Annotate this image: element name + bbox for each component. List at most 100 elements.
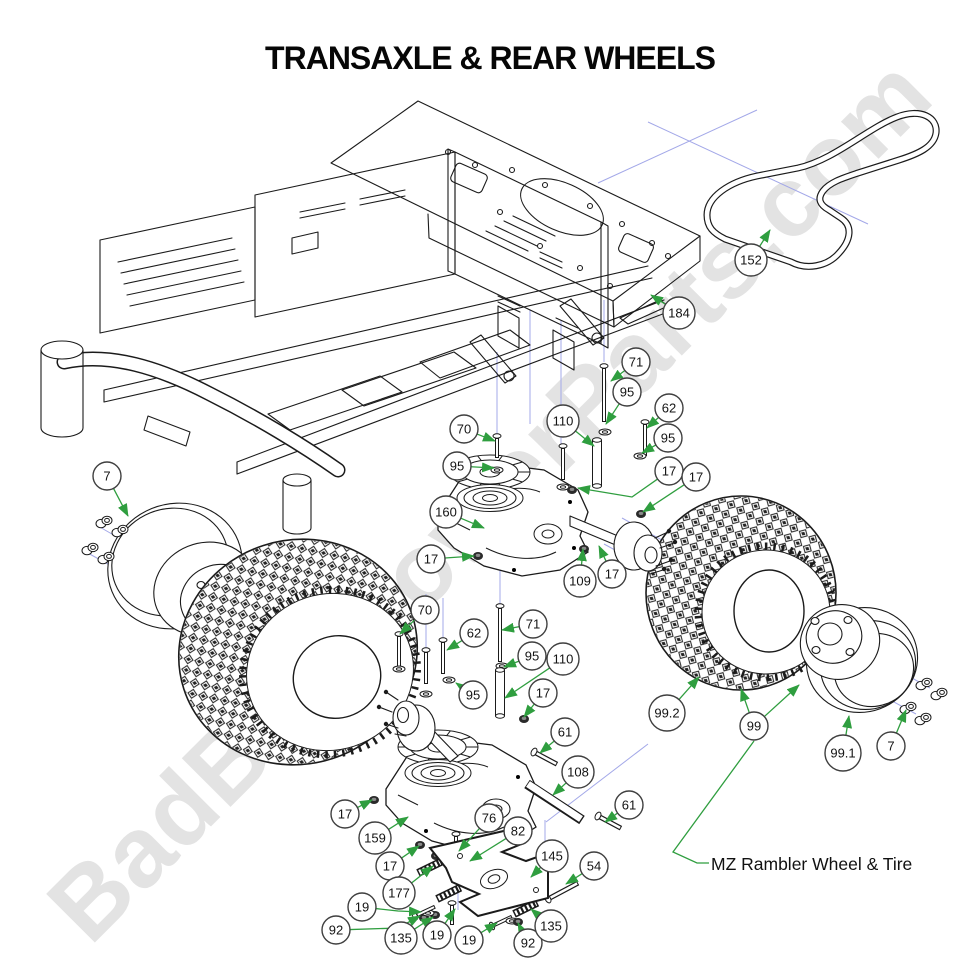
callout-number: 152 <box>740 253 762 268</box>
callout-leader <box>576 548 587 566</box>
callout-leader <box>414 916 434 930</box>
callout-17: 17 <box>330 799 373 829</box>
callout-circle <box>734 243 768 277</box>
callout-circle <box>474 803 504 833</box>
callout-circle <box>546 642 580 676</box>
mz-label-leader <box>672 740 755 864</box>
callout-leader <box>504 667 551 699</box>
callout-leader <box>444 908 456 924</box>
callout-number: 108 <box>567 765 589 780</box>
callout-leader <box>641 442 657 454</box>
callout-99: 99 <box>739 684 800 741</box>
callout-95: 95 <box>442 451 495 481</box>
callout-leader <box>530 908 544 921</box>
callout-circle <box>92 461 122 491</box>
callout-leader <box>575 430 595 447</box>
callout-leader <box>565 873 583 885</box>
callout-number: 17 <box>662 464 676 479</box>
callout-61: 61 <box>604 790 644 823</box>
callout-circle <box>429 495 463 529</box>
callout-159: 159 <box>358 816 409 855</box>
callout-circle <box>459 618 489 648</box>
callout-circle <box>422 920 452 950</box>
callout-number: 82 <box>511 824 525 839</box>
callout-71: 71 <box>610 347 651 382</box>
callout-circle <box>330 799 360 829</box>
callout-leader <box>470 462 495 473</box>
callout-circle <box>347 892 377 922</box>
callout-number: 76 <box>482 811 496 826</box>
callout-152: 152 <box>734 229 771 277</box>
callout-17: 17 <box>597 545 627 589</box>
callout-number: 70 <box>457 422 471 437</box>
callout-number: 62 <box>467 626 481 641</box>
callout-82: 82 <box>469 816 533 862</box>
fastener-hardware <box>81 361 948 933</box>
callout-leader <box>112 488 129 517</box>
callout-71: 71 <box>501 609 548 639</box>
callout-leader <box>678 676 700 700</box>
callout-number: 99.1 <box>830 746 855 761</box>
callout-leader <box>503 657 520 668</box>
callout-leader <box>604 810 618 823</box>
chassis-frame <box>40 100 701 535</box>
callout-circle <box>449 414 479 444</box>
callout-circle <box>824 734 862 772</box>
callout-number: 135 <box>390 931 412 946</box>
callout-leader <box>446 639 463 651</box>
callout-number: 92 <box>521 936 535 951</box>
callout-61: 61 <box>539 717 580 754</box>
callout-number: 145 <box>541 849 563 864</box>
callout-17: 17 <box>375 845 420 881</box>
callout-number: 7 <box>103 469 110 484</box>
callout-leader <box>480 922 498 934</box>
callout-number: 54 <box>587 859 601 874</box>
callout-circle <box>597 559 627 589</box>
callout-184: 184 <box>650 294 696 330</box>
callout-number: 71 <box>526 617 540 632</box>
callout-circle <box>654 393 684 423</box>
callout-leader <box>469 837 507 862</box>
callout-leader <box>444 551 475 562</box>
callout-110: 110 <box>546 404 595 447</box>
callout-number: 110 <box>553 652 574 667</box>
callout-leader <box>605 403 620 425</box>
callout-circle <box>563 564 597 598</box>
callout-circle <box>358 821 392 855</box>
callout-leader <box>842 715 853 736</box>
callout-number: 71 <box>629 355 643 370</box>
callout-7: 7 <box>876 709 907 761</box>
callout-leader <box>388 816 409 830</box>
callout-circle <box>550 717 580 747</box>
callout-54: 54 <box>565 851 609 885</box>
callout-95: 95 <box>605 377 642 425</box>
callout-number: 177 <box>388 886 410 901</box>
callout-circle <box>513 928 543 958</box>
callout-circle <box>612 377 642 407</box>
upper-transaxle <box>437 454 678 577</box>
callout-circle <box>681 462 711 492</box>
callout-number: 17 <box>605 567 619 582</box>
callout-99.2: 99.2 <box>648 676 700 732</box>
callout-leader <box>401 845 420 859</box>
callout-leader <box>539 740 555 754</box>
callout-70: 70 <box>399 595 440 635</box>
callout-95: 95 <box>641 423 683 454</box>
callout-110: 110 <box>504 642 580 699</box>
callout-circle <box>384 921 418 955</box>
callout-number: 159 <box>364 831 386 846</box>
callout-circle <box>518 609 548 639</box>
callout-circle <box>517 641 547 671</box>
callout-leader <box>357 799 373 810</box>
callout-135: 135 <box>384 916 434 955</box>
callout-number: 19 <box>355 900 369 915</box>
callout-19: 19 <box>422 908 456 950</box>
page-title: TRANSAXLE & REAR WHEELS <box>265 40 716 76</box>
callout-95: 95 <box>455 680 488 710</box>
callout-circle <box>382 876 416 910</box>
left-tire <box>177 538 421 766</box>
callout-circle <box>653 423 683 453</box>
